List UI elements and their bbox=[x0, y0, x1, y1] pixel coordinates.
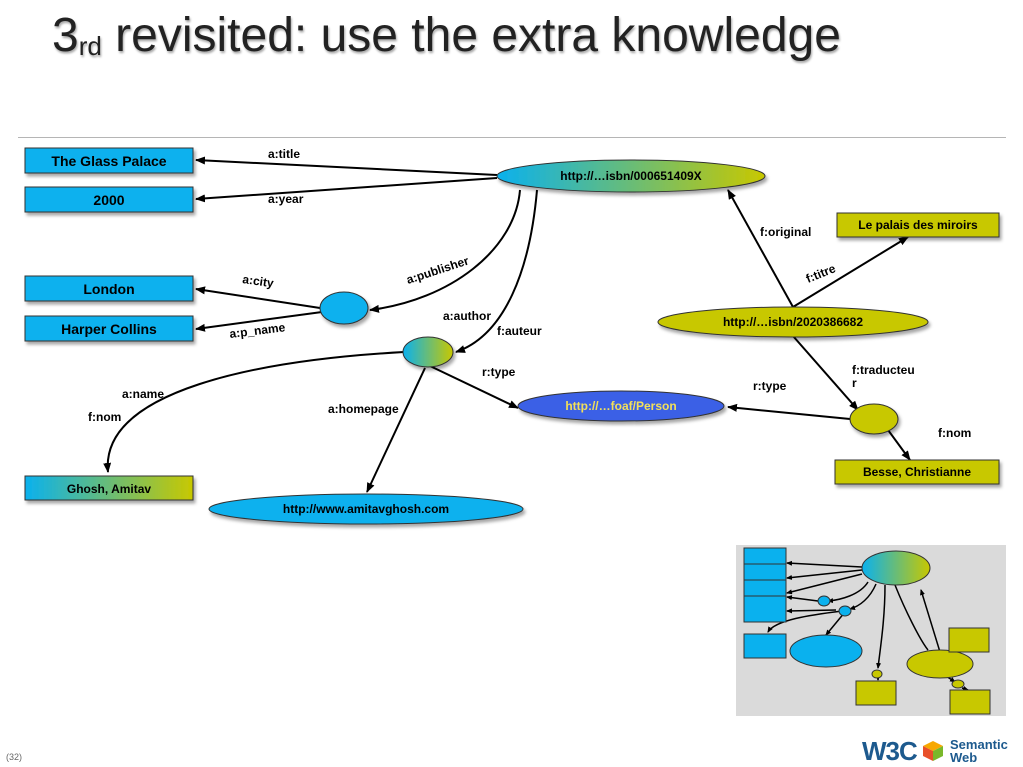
edge-pname bbox=[195, 311, 323, 332]
node-ghosh bbox=[24, 475, 194, 501]
previous-slide-thumbnail bbox=[736, 545, 1006, 716]
node-homepage-text: http://www.amitavghosh.com bbox=[283, 502, 449, 516]
label-title: a:title bbox=[268, 147, 300, 161]
node-besse bbox=[834, 459, 1000, 485]
node-london-text: London bbox=[83, 281, 134, 297]
node-isbn1 bbox=[496, 159, 766, 193]
slide-number: (32) bbox=[6, 752, 23, 762]
edge-homepage bbox=[366, 367, 426, 493]
edge-city bbox=[195, 286, 321, 309]
label-nom1: f:nom bbox=[88, 410, 121, 424]
node-homepage bbox=[208, 493, 524, 525]
edge-titre bbox=[792, 236, 909, 308]
label-homepage: a:homepage bbox=[328, 402, 399, 416]
node-palais bbox=[836, 212, 1000, 238]
node-glass-palace bbox=[24, 147, 194, 174]
label-city: a:city bbox=[242, 272, 275, 290]
edge-nom bbox=[887, 429, 911, 461]
resource-nodes: http://…isbn/000651409X http://…foaf/Per… bbox=[208, 159, 929, 525]
title-divider bbox=[18, 137, 1006, 138]
edge-name bbox=[103, 351, 405, 473]
node-isbn2-text: http://…isbn/2020386682 bbox=[723, 315, 863, 329]
label-auteur: f:auteur bbox=[497, 324, 542, 338]
label-traducteur-1: f:traducteu bbox=[852, 363, 915, 377]
node-glass-palace-text: The Glass Palace bbox=[51, 153, 166, 169]
label-author: a:author bbox=[443, 309, 491, 323]
edge-labels: a:title a:year a:publisher a:city a:p_na… bbox=[88, 147, 971, 440]
edge-original bbox=[727, 189, 794, 308]
literal-nodes: The Glass Palace 2000 London Harper Coll… bbox=[24, 147, 194, 501]
node-harper-text: Harper Collins bbox=[61, 321, 157, 337]
edge-traducteur bbox=[792, 335, 859, 411]
olive-literal-nodes: Le palais des miroirs Besse, Christianne bbox=[834, 212, 1000, 485]
node-ghosh-text: Ghosh, Amitav bbox=[67, 482, 152, 496]
semantic-web-cube-icon bbox=[923, 741, 943, 761]
w3c-logo-text: W3C bbox=[862, 736, 918, 766]
w3c-semantic-web-logo: W3C Semantic Web bbox=[862, 736, 1022, 766]
label-year: a:year bbox=[268, 192, 304, 206]
label-traducteur-2: r bbox=[852, 376, 857, 390]
node-harper bbox=[24, 315, 194, 342]
node-2000-text: 2000 bbox=[93, 192, 124, 208]
edge-title bbox=[195, 156, 498, 176]
node-2000 bbox=[24, 186, 194, 213]
edge-publisher bbox=[369, 189, 521, 313]
semantic-web-logo-text: Semantic Web bbox=[950, 737, 1008, 765]
label-original: f:original bbox=[760, 225, 811, 239]
node-author-blank bbox=[402, 336, 454, 368]
edge-rtype1 bbox=[429, 365, 519, 409]
node-person bbox=[517, 390, 725, 422]
label-nom2: f:nom bbox=[938, 426, 971, 440]
node-isbn1-text: http://…isbn/000651409X bbox=[560, 169, 701, 183]
node-translator-blank bbox=[849, 403, 899, 435]
label-rtype1: r:type bbox=[482, 365, 516, 379]
node-besse-text: Besse, Christianne bbox=[863, 465, 971, 479]
label-pname: a:p_name bbox=[229, 320, 287, 341]
node-publisher-blank bbox=[319, 291, 369, 325]
edge-year bbox=[195, 177, 498, 203]
node-palais-text: Le palais des miroirs bbox=[858, 218, 978, 232]
slide-title: 3rd revisited: use the extra knowledge bbox=[52, 9, 841, 62]
label-rtype2: r:type bbox=[753, 379, 787, 393]
edge-author bbox=[455, 189, 538, 353]
node-isbn2 bbox=[657, 306, 929, 338]
node-london bbox=[24, 275, 194, 302]
node-person-text: http://…foaf/Person bbox=[565, 399, 676, 413]
label-name: a:name bbox=[122, 387, 164, 401]
edge-rtype2 bbox=[727, 403, 851, 420]
graph-edges bbox=[103, 156, 911, 493]
label-publisher: a:publisher bbox=[405, 253, 471, 286]
